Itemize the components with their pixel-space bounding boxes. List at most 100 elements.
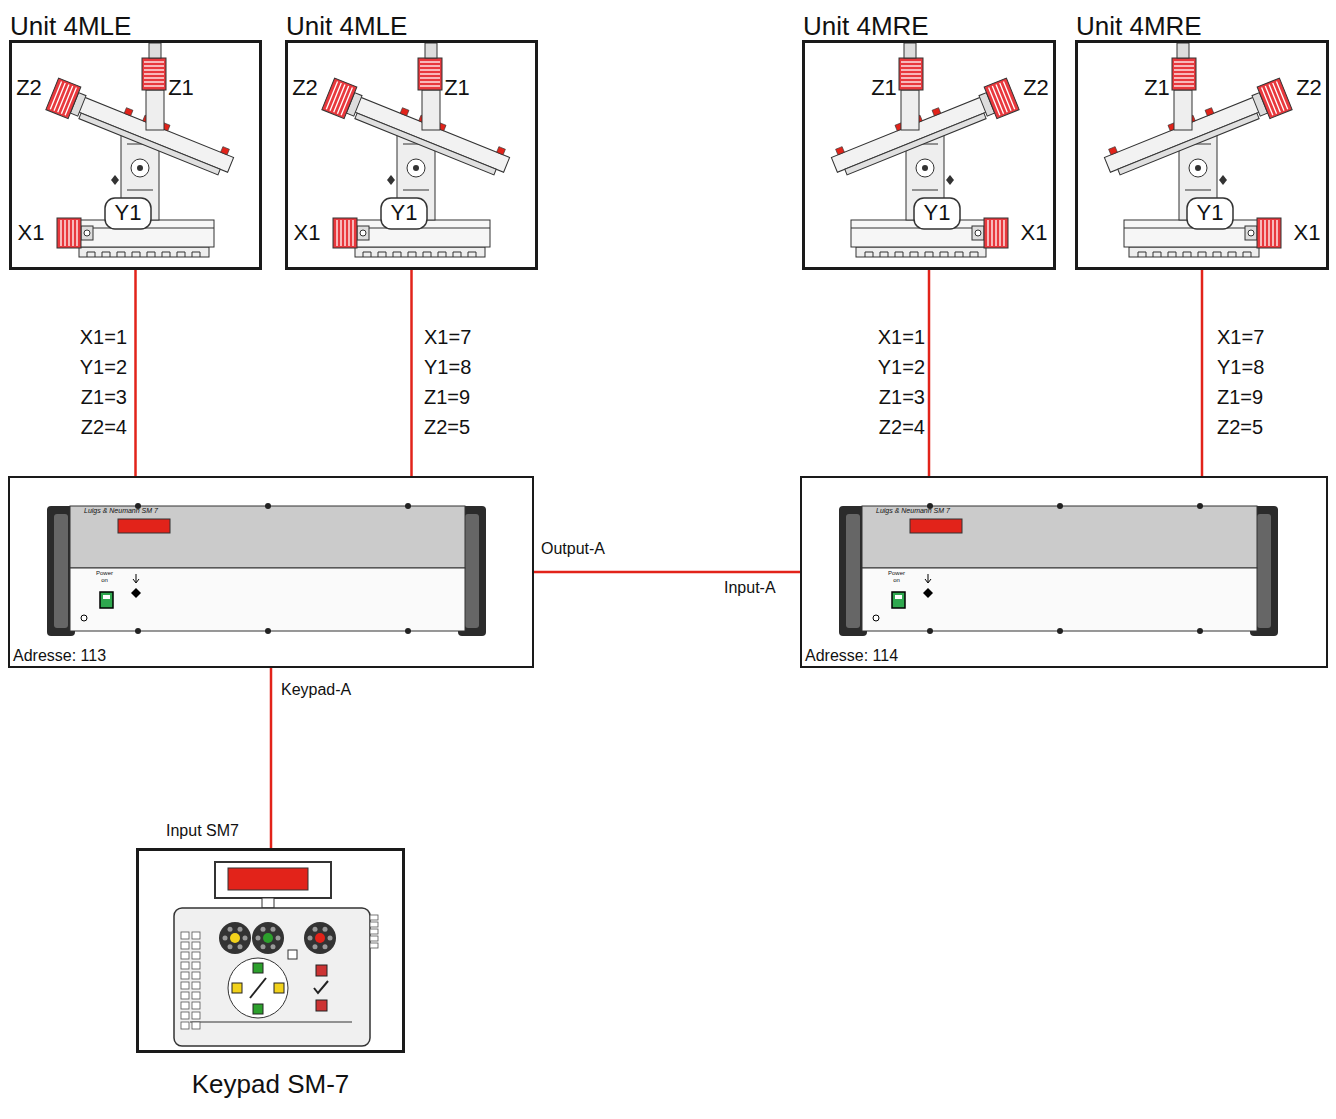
- rack-ear-inner: [54, 514, 68, 628]
- side-key: [181, 1002, 189, 1009]
- knurl: [144, 69, 164, 70]
- address-label: Adresse: 114: [805, 646, 898, 665]
- knurl: [348, 220, 349, 246]
- knurl: [991, 220, 992, 246]
- x-shaft: [357, 226, 369, 240]
- knurl: [1174, 65, 1194, 66]
- base-rail: [355, 247, 485, 257]
- port-label: Output-A: [541, 539, 605, 558]
- knurl: [344, 220, 345, 246]
- keypad-box: Keypad SM-7: [136, 848, 405, 1053]
- knob-body: [142, 58, 166, 90]
- side-key: [192, 972, 200, 979]
- side-key: [192, 962, 200, 969]
- wheel-dot: [228, 944, 233, 949]
- dovetail: [1153, 252, 1161, 257]
- dovetail: [865, 252, 873, 257]
- direction-key: [232, 983, 242, 993]
- manipulator-unit: Unit 4MLE: [9, 40, 262, 270]
- z-cap: [425, 43, 437, 58]
- red-tab: [124, 108, 133, 116]
- control-knob: [333, 218, 357, 248]
- z-cap: [904, 43, 916, 58]
- control-knob: [322, 78, 357, 119]
- z-collar: [146, 90, 164, 130]
- pivot: [916, 159, 934, 177]
- knurl: [64, 220, 65, 246]
- y-housing: [1187, 198, 1233, 229]
- dovetail: [102, 252, 110, 257]
- controller-box: Adresse: 113: [8, 476, 534, 668]
- dovetail: [192, 252, 200, 257]
- unit-title: Unit 4MLE: [10, 10, 131, 42]
- control-knob: [418, 58, 442, 90]
- cable: [928, 270, 931, 476]
- dovetail: [162, 252, 170, 257]
- cable: [534, 571, 800, 574]
- knob-body: [1257, 218, 1281, 248]
- y-housing: [105, 198, 151, 229]
- manipulator-unit: Unit 4MLE: [285, 40, 538, 270]
- wheel-dot: [238, 927, 243, 932]
- red-tab: [1109, 147, 1118, 155]
- side-key: [192, 992, 200, 999]
- dovetail: [895, 252, 903, 257]
- wheel-dot: [261, 927, 266, 932]
- side-key: [181, 972, 189, 979]
- power-switch-rocker: [103, 595, 110, 599]
- micromanipulator-drawing: [1101, 43, 1292, 257]
- rack-ear-inner: [846, 514, 860, 628]
- brand-label: Luigs & Neumann SM 7: [84, 507, 158, 515]
- side-key: [181, 932, 189, 939]
- dovetail: [1198, 252, 1206, 257]
- knurl: [72, 220, 73, 246]
- pivot: [131, 159, 149, 177]
- pivot-core: [413, 165, 419, 171]
- dovetail: [1243, 252, 1251, 257]
- knurl: [341, 87, 352, 115]
- wheel-dot: [313, 927, 318, 932]
- dovetail: [880, 252, 888, 257]
- knurl: [1276, 220, 1277, 246]
- screw: [265, 503, 271, 509]
- knurl: [76, 220, 77, 246]
- side-key: [181, 942, 189, 949]
- screw: [1248, 230, 1254, 236]
- x-shaft: [1245, 226, 1257, 240]
- axis-label: Z1: [1144, 75, 1170, 101]
- x-shaft: [972, 226, 984, 240]
- pivot-core: [1195, 165, 1201, 171]
- knurl: [352, 220, 353, 246]
- diamond-mark: [923, 588, 933, 598]
- pivot: [1189, 159, 1207, 177]
- knob-body: [984, 78, 1019, 119]
- direction-key: [253, 1004, 263, 1014]
- knurl: [1003, 220, 1004, 246]
- knurl: [1174, 85, 1194, 86]
- wheel: [219, 922, 251, 954]
- knurl: [901, 65, 921, 66]
- joystick-ring: [228, 958, 288, 1018]
- knob-body: [984, 218, 1008, 248]
- axis-label: Z2: [292, 75, 318, 101]
- axis-label: Z1: [444, 75, 470, 101]
- screw: [360, 230, 366, 236]
- keypad-drawing: [174, 862, 378, 1046]
- screw: [84, 230, 90, 236]
- display-mount: [215, 862, 331, 898]
- port-label: Input SM7: [166, 822, 239, 839]
- manipulator-unit: Unit 4MRE: [802, 40, 1056, 270]
- dovetail: [87, 252, 95, 257]
- x-shaft: [81, 226, 93, 240]
- side-key: [181, 982, 189, 989]
- keypad-body: [174, 908, 370, 1046]
- knurl: [1174, 81, 1194, 82]
- base-rail: [856, 247, 986, 257]
- knurl: [144, 73, 164, 74]
- panel-upper: [70, 506, 465, 568]
- wheel-dot: [323, 927, 328, 932]
- side-key: [192, 1012, 200, 1019]
- red-key: [316, 965, 327, 976]
- knurl: [1174, 73, 1194, 74]
- micromanipulator-drawing: [46, 43, 237, 257]
